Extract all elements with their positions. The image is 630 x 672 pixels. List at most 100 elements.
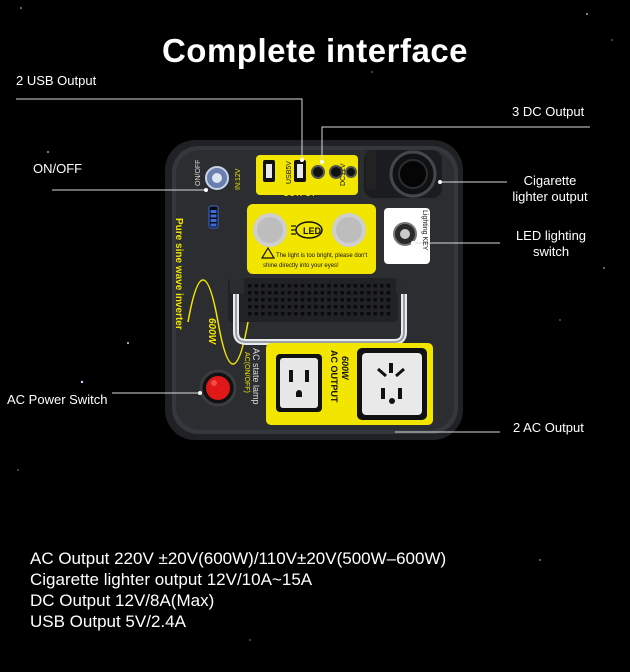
vent-hole: [380, 312, 384, 316]
vent-hole: [360, 284, 364, 288]
vent-hole: [314, 298, 318, 302]
vent-hole: [366, 298, 371, 302]
dc-port-2[interactable]: [329, 165, 343, 179]
vent-hole: [386, 291, 391, 295]
spec-list: AC Output 220V ±20V(600W)/110V±20V(500W–…: [30, 548, 446, 632]
vent-hole: [333, 305, 338, 309]
vent-hole: [294, 284, 298, 288]
dc-port-1[interactable]: [311, 165, 325, 179]
vent-hole: [353, 298, 358, 302]
callout-usb-output: 2 USB Output: [16, 73, 97, 88]
vent-hole: [254, 284, 259, 288]
vent-hole: [248, 291, 252, 295]
device-ac-output-text-2: 600W: [340, 356, 350, 381]
vent-hole: [281, 298, 285, 302]
vent-hole: [386, 284, 391, 288]
led-icon: [291, 221, 323, 239]
vent-hole: [254, 305, 259, 309]
vent-hole: [320, 298, 325, 302]
callout-led-switch: LED lighting switch: [504, 228, 598, 260]
vent-hole: [353, 284, 358, 288]
vent-hole: [347, 298, 351, 302]
vent-hole: [340, 284, 344, 288]
spec-ac-output: AC Output 220V ±20V(600W)/110V±20V(500W–…: [30, 549, 447, 568]
callout-dc-output: 3 DC Output: [512, 104, 585, 119]
vent-hole: [333, 298, 338, 302]
vent-hole: [267, 284, 272, 288]
vent-hole: [333, 291, 338, 295]
vent-hole: [314, 291, 318, 295]
on-off-knob[interactable]: [205, 166, 229, 190]
vent-hole: [366, 305, 371, 309]
device-ac-lamp-text: AC state lamp: [251, 348, 261, 405]
vent-hole: [380, 284, 384, 288]
vent-hole: [267, 298, 272, 302]
vent-hole: [254, 291, 259, 295]
vent-hole: [320, 284, 325, 288]
callout-dots: [198, 158, 442, 395]
callout-led-line-2: switch: [532, 244, 570, 259]
ac-socket-universal[interactable]: [357, 348, 427, 420]
device-labels: ON/OFF IN:12V USB5V DC12V OUTPUT LED The…: [173, 160, 428, 405]
dc-port-3[interactable]: [345, 166, 357, 178]
device-light-switch-text: Lighting KEY: [421, 210, 428, 251]
vent-grille: [228, 278, 398, 322]
device-warning-text-1: The light is too bright, please don't: [276, 253, 368, 259]
vent-hole: [320, 291, 325, 295]
usb-ports: [263, 160, 306, 182]
device-usb-text: USB5V: [286, 161, 293, 184]
vent-hole: [287, 312, 292, 316]
output-panel: [256, 155, 358, 195]
vent-hole: [380, 305, 384, 309]
vent-hole: [307, 305, 311, 309]
vent-hole: [366, 284, 371, 288]
vent-hole: [320, 312, 325, 316]
vent-hole: [333, 284, 338, 288]
vent-hole: [360, 312, 364, 316]
device-power-text: 600W: [206, 318, 217, 346]
ac-socket-us[interactable]: [276, 354, 322, 412]
vent-hole: [366, 312, 371, 316]
callout-cig-line-1: Cigarette: [523, 173, 577, 188]
vent-hole: [287, 291, 292, 295]
vent-hole: [281, 284, 285, 288]
vent-hole: [373, 291, 377, 295]
vent-hole: [254, 298, 259, 302]
page-title: Complete interface: [161, 32, 469, 69]
vent-hole: [327, 284, 331, 288]
device-output-text: OUTPUT: [283, 189, 316, 198]
vent-hole: [327, 291, 331, 295]
vent-hole: [267, 305, 272, 309]
device-ac-output-text-1: AC OUTPUT: [329, 350, 339, 403]
device-dc-text: DC12V: [340, 163, 347, 186]
vent-holes: [248, 284, 391, 316]
vent-hole: [261, 284, 265, 288]
vent-hole: [380, 298, 384, 302]
callout-on-off: ON/OFF: [33, 161, 83, 176]
vent-hole: [360, 298, 364, 302]
vent-hole: [380, 291, 384, 295]
vent-hole: [248, 284, 252, 288]
vent-hole: [300, 291, 305, 295]
callout-lines: [16, 98, 590, 433]
device-in-text: IN:12V: [235, 168, 242, 190]
carry-handle[interactable]: [230, 278, 410, 345]
led-lamp-right: [332, 213, 366, 247]
ac-power-switch[interactable]: [199, 369, 237, 407]
spec-dc-output: DC Output 12V/8A(Max): [30, 591, 215, 610]
vent-hole: [261, 291, 265, 295]
vent-hole: [248, 312, 252, 316]
callout-ac-power-switch: AC Power Switch: [7, 392, 108, 407]
vent-hole: [261, 305, 265, 309]
vent-hole: [307, 291, 311, 295]
sine-wave-graphic: [187, 279, 249, 365]
vent-hole: [347, 312, 351, 316]
vent-hole: [347, 284, 351, 288]
vent-hole: [307, 298, 311, 302]
vent-hole: [360, 291, 364, 295]
cigarette-lighter-socket[interactable]: [364, 150, 442, 198]
spec-usb-output: USB Output 5V/2.4A: [30, 612, 186, 631]
led-lighting-switch[interactable]: [384, 208, 430, 264]
vent-hole: [294, 312, 298, 316]
